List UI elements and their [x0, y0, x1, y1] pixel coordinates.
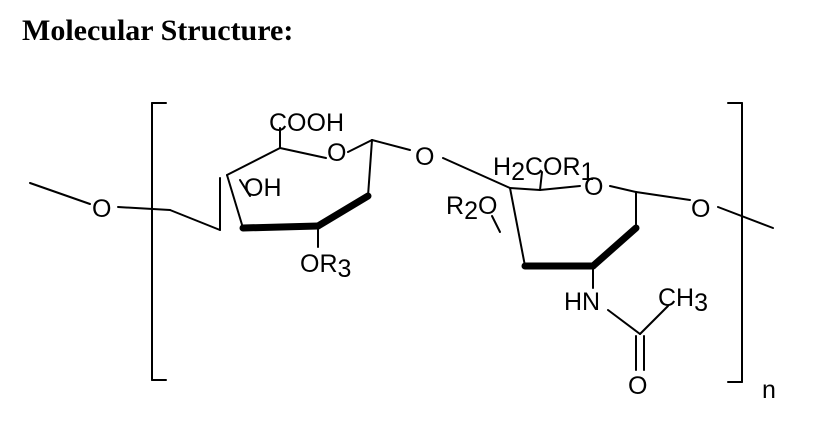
left-link-oxygen: O — [92, 195, 111, 223]
acetyl-bonds — [607, 305, 669, 371]
hydroxyl-label: OH — [244, 174, 282, 202]
repeat-count-label: n — [762, 376, 776, 404]
bridge-bonds — [442, 157, 511, 189]
ring2-oxygen: O — [584, 173, 603, 201]
amide-nh-label: HN — [564, 288, 600, 316]
right-chain-bond — [717, 206, 774, 229]
ring1-bold-edges — [239, 192, 372, 232]
page-title: Molecular Structure: — [22, 14, 294, 47]
right-bracket — [727, 102, 743, 383]
ring2-bold-edges — [521, 224, 640, 270]
r2o-label: R2O — [446, 192, 497, 225]
ring1-oxygen: O — [327, 139, 346, 167]
methyl-label: CH3 — [658, 284, 708, 317]
or3-label: OR3 — [300, 250, 351, 283]
ring2-bonds — [491, 171, 691, 289]
right-link-oxygen: O — [691, 195, 710, 223]
left-chain-bond — [29, 182, 171, 211]
ring1-bonds — [169, 127, 411, 248]
ch2or1-label: H2COR1 — [493, 153, 594, 186]
left-bracket — [151, 102, 167, 381]
carbonyl-oxygen: O — [628, 372, 647, 400]
bridge-oxygen: O — [415, 143, 434, 171]
cooh-label: COOH — [269, 109, 344, 137]
